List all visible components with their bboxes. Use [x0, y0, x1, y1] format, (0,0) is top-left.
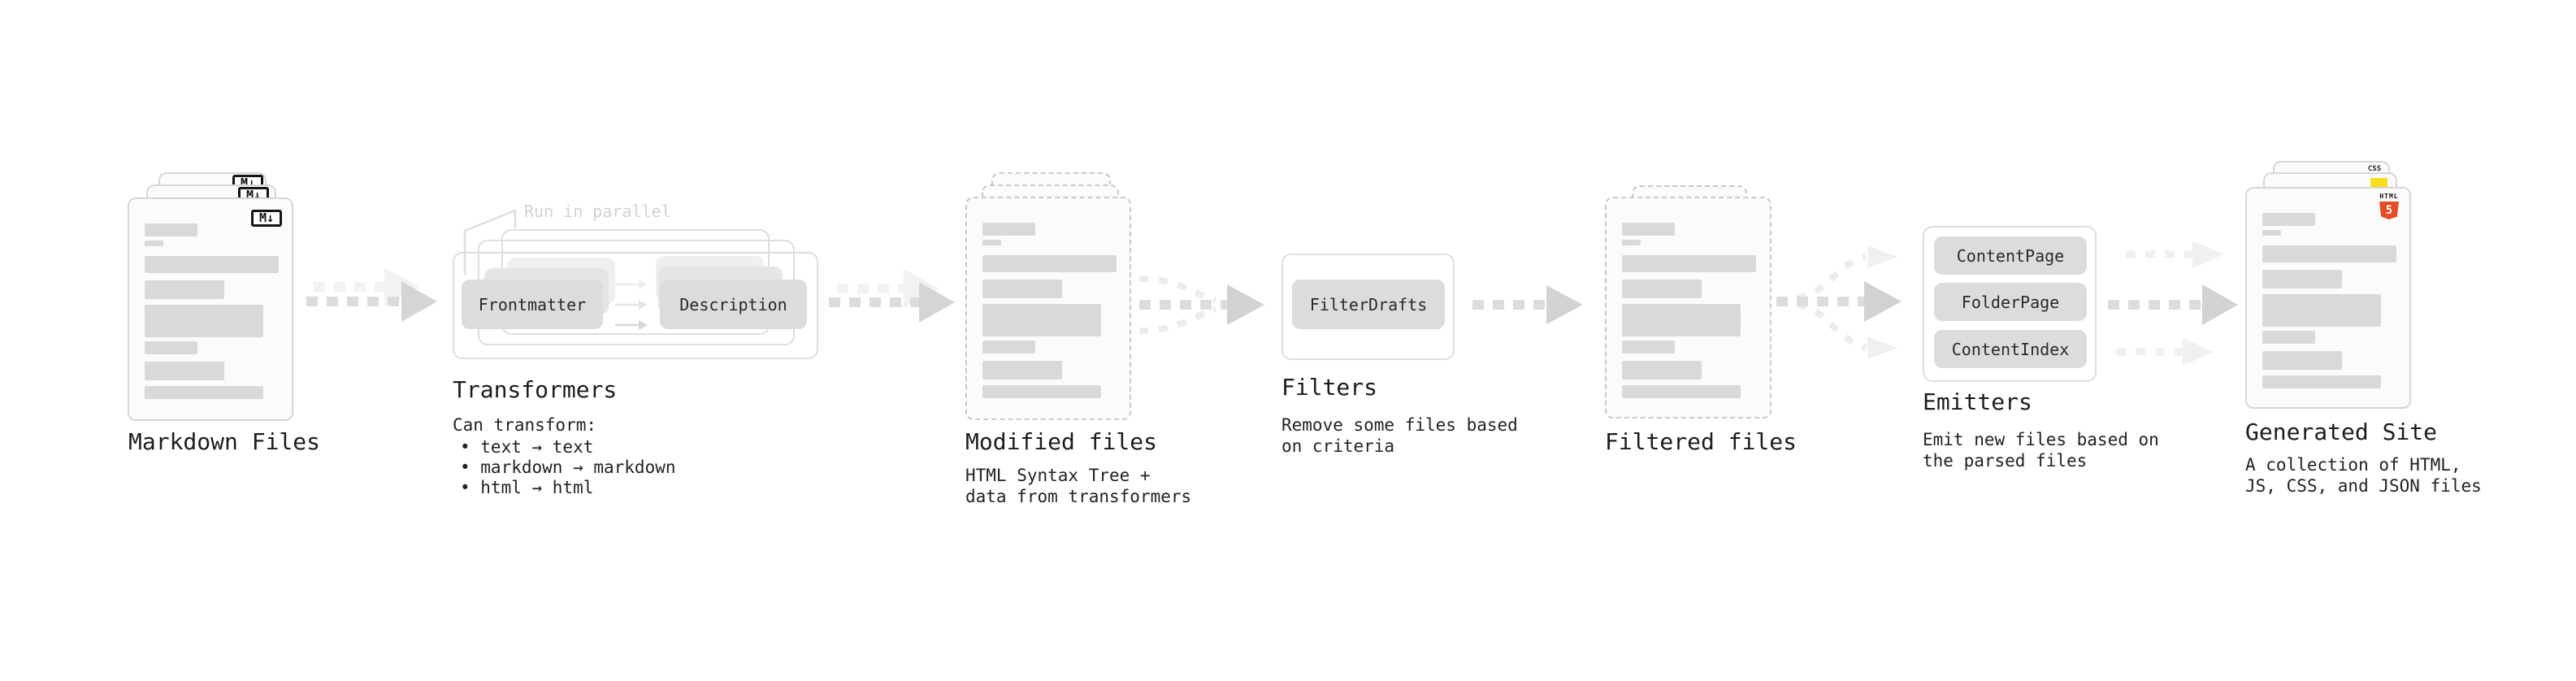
transformers-bullet-2: • markdown → markdown [460, 458, 676, 477]
filters-caption-1: Remove some files based [1281, 415, 1518, 435]
emitters-panel [1923, 226, 2097, 382]
emitters-caption-2: the parsed files [1923, 451, 2088, 471]
filterdrafts-box: FilterDrafts [1292, 280, 1445, 329]
contentpage-box: ContentPage [1934, 236, 2087, 275]
transformers-bullet-3: • html → html [460, 478, 594, 497]
arrow-markdown-to-transformers [306, 267, 437, 322]
generated-site-caption-2: JS, CSS, and JSON files [2245, 476, 2482, 496]
generated-site-label: Generated Site [2245, 419, 2438, 445]
filtered-files-label: Filtered files [1605, 428, 1798, 455]
filters-caption-2: on criteria [1281, 436, 1395, 456]
modified-file-card [965, 197, 1131, 420]
emitters-label: Emitters [1923, 388, 2032, 415]
modified-files-label: Modified files [965, 428, 1158, 455]
transformer-parallel-arrows [615, 280, 648, 330]
run-in-parallel-annotation: Run in parallel [524, 202, 671, 221]
frontmatter-box: Frontmatter [462, 280, 603, 329]
generated-file-card: HTML 5 [2245, 187, 2411, 409]
transformers-bullet-1: • text → text [460, 437, 594, 457]
contentindex-box: ContentIndex [1934, 330, 2087, 368]
description-box: Description [660, 280, 807, 329]
modified-files-caption-1: HTML Syntax Tree + [965, 466, 1151, 485]
arrow-emitters-to-generated [2108, 241, 2238, 366]
transformers-panel [453, 252, 818, 359]
html5-icon: HTML 5 [2377, 193, 2401, 219]
filtered-file-card [1605, 197, 1772, 419]
folderpage-box: FolderPage [1934, 283, 2087, 321]
transformers-label: Transformers [453, 376, 618, 403]
generated-site-caption-1: A collection of HTML, [2245, 455, 2461, 475]
arrow-modified-to-filters [1138, 275, 1264, 334]
document-text-placeholder [2262, 213, 2396, 388]
arrow-filtered-to-emitters [1776, 245, 1902, 359]
modified-files-caption-2: data from transformers [965, 487, 1192, 506]
markdown-files-label: Markdown Files [128, 428, 321, 455]
arrow-filters-to-filtered [1472, 285, 1583, 324]
document-text-placeholder [145, 223, 279, 399]
markdown-icon: M↓ [251, 210, 282, 227]
filters-label: Filters [1281, 374, 1378, 401]
arrow-transformers-to-modified [829, 269, 955, 323]
document-text-placeholder [982, 223, 1117, 398]
document-text-placeholder [1622, 223, 1756, 398]
emitters-caption-1: Emit new files based on [1923, 430, 2159, 449]
transformers-caption-title: Can transform: [453, 415, 597, 435]
javascript-icon [2370, 178, 2387, 188]
markdown-file-card: M↓ [128, 197, 293, 421]
filters-panel [1281, 254, 1455, 360]
